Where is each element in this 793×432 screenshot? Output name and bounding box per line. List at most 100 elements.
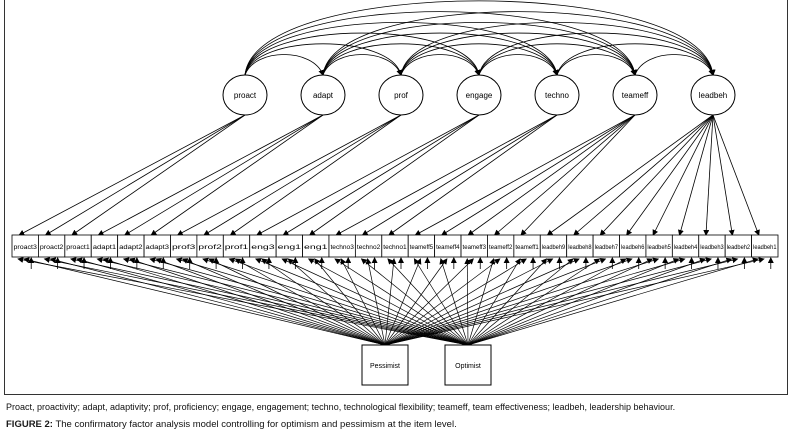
factor-teameff-label: teameff — [622, 91, 649, 100]
method-loading-arrow — [384, 257, 633, 346]
method-loading-arrow — [255, 258, 469, 346]
item-label: techno3 — [330, 244, 354, 251]
method-loading-arrow — [208, 258, 386, 346]
covariance-arc — [241, 22, 560, 81]
method-loading-arrow — [307, 258, 469, 346]
method-loading-arrow — [384, 257, 765, 346]
factor-adapt-label: adapt — [313, 91, 334, 100]
factor-loading-arrow — [546, 114, 714, 236]
factor-loading-arrow — [599, 114, 714, 236]
method-loading-arrow — [384, 258, 527, 346]
factor-techno-ellipse — [534, 74, 580, 116]
factor-loading-arrow — [18, 114, 246, 236]
item-label: leadbeh7 — [595, 244, 619, 251]
item-label: techno1 — [383, 244, 407, 251]
item-label: teameff5 — [410, 244, 434, 251]
method-loading-arrow — [334, 258, 469, 346]
covariance-arc — [474, 43, 637, 81]
method-loading-arrow — [467, 257, 759, 346]
item-label: leadbeh3 — [700, 244, 724, 251]
factor-loading-arrow — [467, 114, 636, 236]
factor-loading-arrow — [71, 114, 246, 236]
item-label: prof1 — [225, 244, 249, 251]
method-loading-arrow — [413, 258, 469, 346]
method-loading-arrow — [384, 257, 660, 346]
factor-loading-arrow — [256, 114, 480, 236]
factor-proact-label: proact — [234, 91, 257, 100]
item-label: techno2 — [357, 244, 381, 251]
item-label: leadbeh5 — [647, 244, 671, 251]
covariance-arc — [475, 32, 716, 81]
figure-legend: Proact, proactivity; adapt, adaptivity; … — [6, 402, 676, 412]
factor-adapt-ellipse — [300, 74, 346, 116]
factor-loading-arrow — [361, 114, 558, 236]
factor-loading-arrow — [150, 114, 324, 236]
covariance-arc — [318, 43, 481, 81]
item-label: leadbeh4 — [674, 244, 698, 251]
factor-loading-arrow — [626, 114, 714, 236]
factor-loading-arrow — [176, 114, 402, 236]
method-loading-arrow — [43, 257, 469, 346]
item-label: leadbeh2 — [727, 244, 751, 251]
covariance-arc — [630, 54, 715, 81]
factor-loading-arrow — [678, 114, 714, 236]
item-label: leadbeh8 — [568, 244, 592, 251]
method-loading-arrow — [175, 257, 469, 346]
item-label: proact1 — [66, 244, 90, 251]
method-loading-arrow — [384, 258, 448, 346]
method-loading-arrow — [202, 257, 469, 346]
method-loading-arrow — [149, 257, 469, 346]
covariance-arc — [552, 54, 637, 81]
item-label: teameff1 — [515, 244, 539, 251]
covariance-arc — [397, 32, 638, 81]
caption-label: FIGURE 2: — [6, 419, 53, 430]
covariance-arc — [397, 22, 716, 81]
item-label: leadbeh1 — [753, 244, 777, 251]
method-loading-arrow — [228, 257, 469, 346]
factor-loading-arrow — [335, 114, 558, 236]
covariance-arc — [240, 43, 403, 81]
method-loading-arrow — [49, 257, 386, 346]
item-label: adapt1 — [93, 244, 117, 251]
factor-loading-arrow — [573, 114, 714, 236]
method-loading-arrow — [96, 257, 469, 346]
item-label: prof3 — [172, 244, 196, 251]
factor-loading-arrow — [652, 114, 714, 236]
item-label: teameff3 — [463, 244, 487, 251]
factor-leadbeh-ellipse — [690, 74, 736, 116]
factor-prof-label: prof — [394, 91, 409, 100]
covariance-arc — [396, 43, 559, 81]
factor-loading-arrow — [712, 114, 760, 236]
covariance-arc — [241, 32, 482, 81]
method-loading-arrow — [384, 257, 686, 346]
method-loading-arrow — [384, 257, 739, 346]
factor-loading-arrow — [520, 114, 636, 236]
factor-proact-ellipse — [222, 74, 268, 116]
figure-caption: FIGURE 2: The confirmatory factor analys… — [6, 419, 457, 430]
caption-text: The confirmatory factor analysis model c… — [52, 419, 457, 430]
method-loading-arrow — [340, 258, 386, 346]
factor-loading-arrow — [44, 114, 246, 236]
factor-prof-ellipse — [378, 74, 424, 116]
item-label: leadbeh6 — [621, 244, 645, 251]
covariance-arc — [552, 43, 715, 81]
method-loading-arrow — [23, 257, 386, 346]
method-loading-arrow — [384, 258, 607, 346]
factor-loading-arrow — [282, 114, 480, 236]
factor-loading-arrow — [493, 114, 636, 236]
factor-loading-arrow — [440, 114, 636, 236]
method-loading-arrow — [467, 258, 548, 346]
factor-loading-arrow — [703, 114, 714, 236]
covariance-arc — [318, 54, 403, 81]
method-pessimist-label: Pessimist — [370, 363, 400, 370]
factor-engage-label: engage — [466, 91, 493, 100]
figure-frame — [4, 0, 788, 395]
item-label: eng1 — [278, 244, 302, 251]
method-optimist-label: Optimist — [455, 363, 481, 370]
factor-loading-arrow — [388, 114, 558, 236]
item-label: prof2 — [198, 244, 222, 251]
method-loading-arrow — [384, 258, 580, 346]
factor-loading-arrow — [203, 114, 402, 236]
method-loading-arrow — [102, 257, 386, 346]
